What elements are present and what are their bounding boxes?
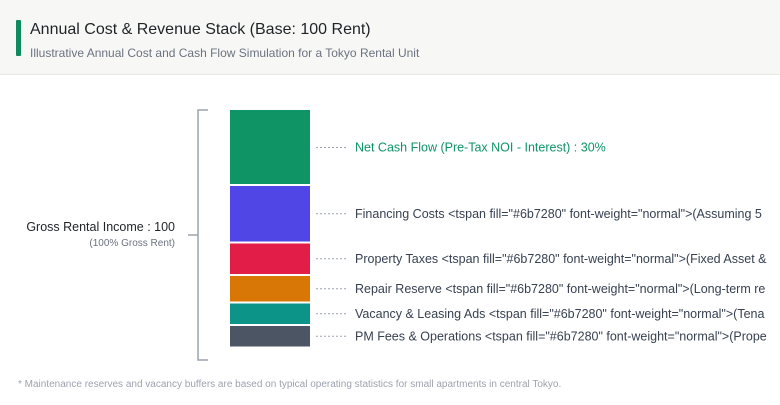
bar-segments: Net Cash Flow (Pre-Tax NOI - Interest) :… (230, 110, 767, 347)
page-subtitle: Illustrative Annual Cost and Cash Flow S… (30, 46, 420, 60)
page-title: Annual Cost & Revenue Stack (Base: 100 R… (30, 21, 371, 38)
bar-segment-3 (230, 243, 310, 274)
header-accent-bar (16, 20, 21, 56)
stacked-bar-chart: Gross Rental Income : 100 (100% Gross Re… (26, 109, 767, 361)
bar-segment-2 (230, 186, 310, 242)
segment-label-6: PM Fees & Operations <tspan fill="#6b728… (355, 329, 767, 343)
header: Annual Cost & Revenue Stack (Base: 100 R… (0, 0, 780, 75)
segment-label-4: Repair Reserve <tspan fill="#6b7280" fon… (355, 282, 765, 296)
footnote: * Maintenance reserves and vacancy buffe… (18, 379, 562, 390)
bar-segment-1 (230, 110, 310, 184)
segment-label-5: Vacancy & Leasing Ads <tspan fill="#6b72… (355, 307, 764, 321)
segment-label-3: Property Taxes <tspan fill="#6b7280" fon… (355, 252, 767, 266)
bar-segment-5 (230, 303, 310, 324)
bar-segment-4 (230, 276, 310, 302)
total-label: Gross Rental Income : 100 (26, 220, 175, 234)
bracket-line (197, 109, 208, 361)
total-bracket (188, 109, 208, 361)
total-sublabel: (100% Gross Rent) (89, 238, 175, 249)
segment-label-2: Financing Costs <tspan fill="#6b7280" fo… (355, 207, 762, 221)
segment-label-1: Net Cash Flow (Pre-Tax NOI - Interest) :… (355, 141, 606, 155)
bar-segment-6 (230, 326, 310, 347)
